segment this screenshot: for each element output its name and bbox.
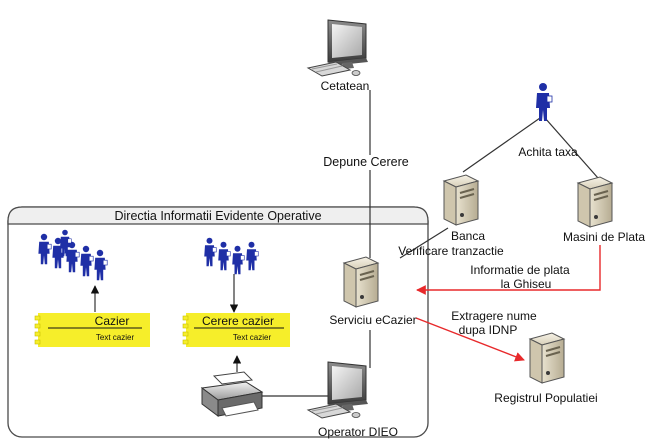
serviciu-node: Serviciu eCazier [329,255,417,327]
cetatean-label: Cetatean [321,79,370,93]
masini-plata-label: Masini de Plata [563,230,645,244]
info-plata-label-2: la Ghiseu [501,277,552,291]
achita-taxa-label: Achita taxa [518,145,578,159]
cazier-doc-title: Cazier [95,314,130,328]
directia-title: Directia Informatii Evidente Operative [114,209,321,223]
operator-node: Operator DIEO [307,361,398,439]
person-icon [535,82,553,122]
server-tower-icon [528,331,566,385]
cetatean-node: Cetatean [307,19,370,93]
depune-cerere-label: Depune Cerere [323,155,409,169]
banca-node: Banca [442,173,485,243]
registrul-label: Registrul Populatiei [494,391,597,405]
cerere-doc-title: Cerere cazier [202,314,274,328]
operator-label: Operator DIEO [318,425,398,439]
verificare-label: Verificare tranzactie [398,244,504,258]
info-plata-label-1: Informatie de plata [470,263,570,277]
extragere-label-1: Extragere nume [451,309,537,323]
extragere-label-2: dupa IDNP [459,323,518,337]
registrul-node: Registrul Populatiei [494,331,598,405]
server-tower-icon [342,255,380,309]
payer-node [535,82,553,122]
server-tower-icon [442,173,480,227]
cerere-document: Cerere cazier Text cazier [182,313,290,347]
computer-monitor-icon [307,19,369,77]
connectors [90,90,601,397]
cazier-doc-subtitle: Text cazier [96,333,135,342]
serviciu-label: Serviciu eCazier [329,313,416,327]
server-tower-icon [576,175,614,229]
masini-plata-node: Masini de Plata [563,175,645,244]
cerere-doc-subtitle: Text cazier [233,333,272,342]
banca-label: Banca [451,229,485,243]
cazier-document: Cazier Text cazier [34,313,150,347]
